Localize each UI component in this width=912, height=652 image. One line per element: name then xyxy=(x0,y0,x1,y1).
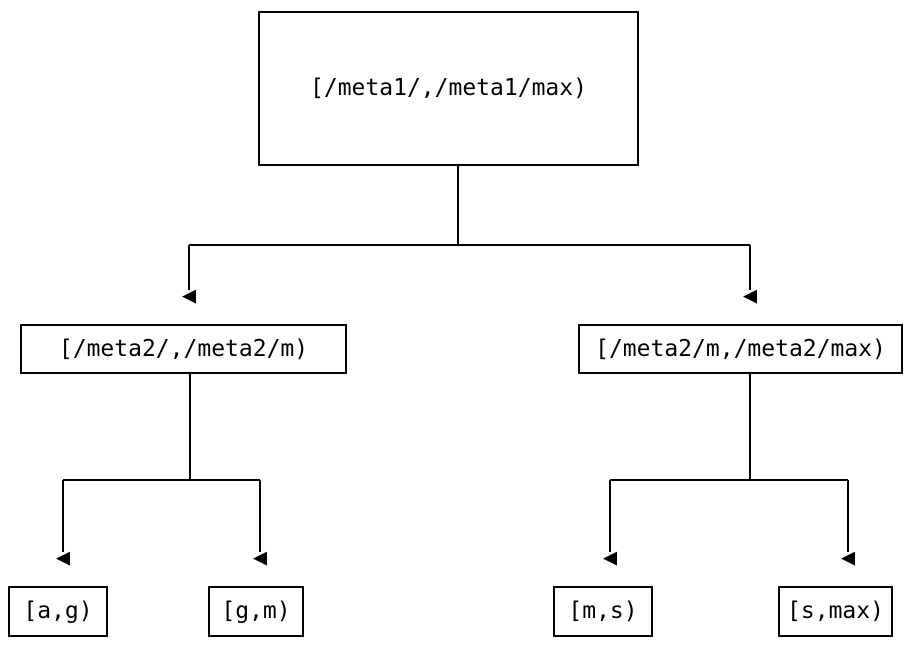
tree-node-mid-right[interactable]: [/meta2/m,/meta2/max) xyxy=(578,324,903,374)
tree-node-leaf-m-s-label: [m,s) xyxy=(568,598,638,624)
tree-node-leaf-s-max-label: [s,max) xyxy=(787,598,884,624)
tree-node-mid-right-label: [/meta2/m,/meta2/max) xyxy=(595,335,886,362)
tree-node-leaf-g-m[interactable]: [g,m) xyxy=(208,586,304,637)
tree-node-root[interactable]: [/meta1/,/meta1/max) xyxy=(258,11,639,166)
tree-node-leaf-g-m-label: [g,m) xyxy=(221,598,291,624)
tree-node-leaf-s-max[interactable]: [s,max) xyxy=(778,586,893,637)
tree-node-mid-left-label: [/meta2/,/meta2/m) xyxy=(58,335,309,362)
tree-node-leaf-a-g[interactable]: [a,g) xyxy=(8,586,108,637)
edge-mid-right-to-leaves-group xyxy=(603,374,855,566)
tree-node-root-label: [/meta1/,/meta1/max) xyxy=(310,75,587,101)
edge-root-to-mid-group xyxy=(182,166,757,304)
edge-mid-left-to-leaves-group xyxy=(56,374,267,566)
tree-node-leaf-a-g-label: [a,g) xyxy=(23,598,93,624)
tree-node-mid-left[interactable]: [/meta2/,/meta2/m) xyxy=(20,324,347,374)
tree-node-leaf-m-s[interactable]: [m,s) xyxy=(553,586,653,637)
